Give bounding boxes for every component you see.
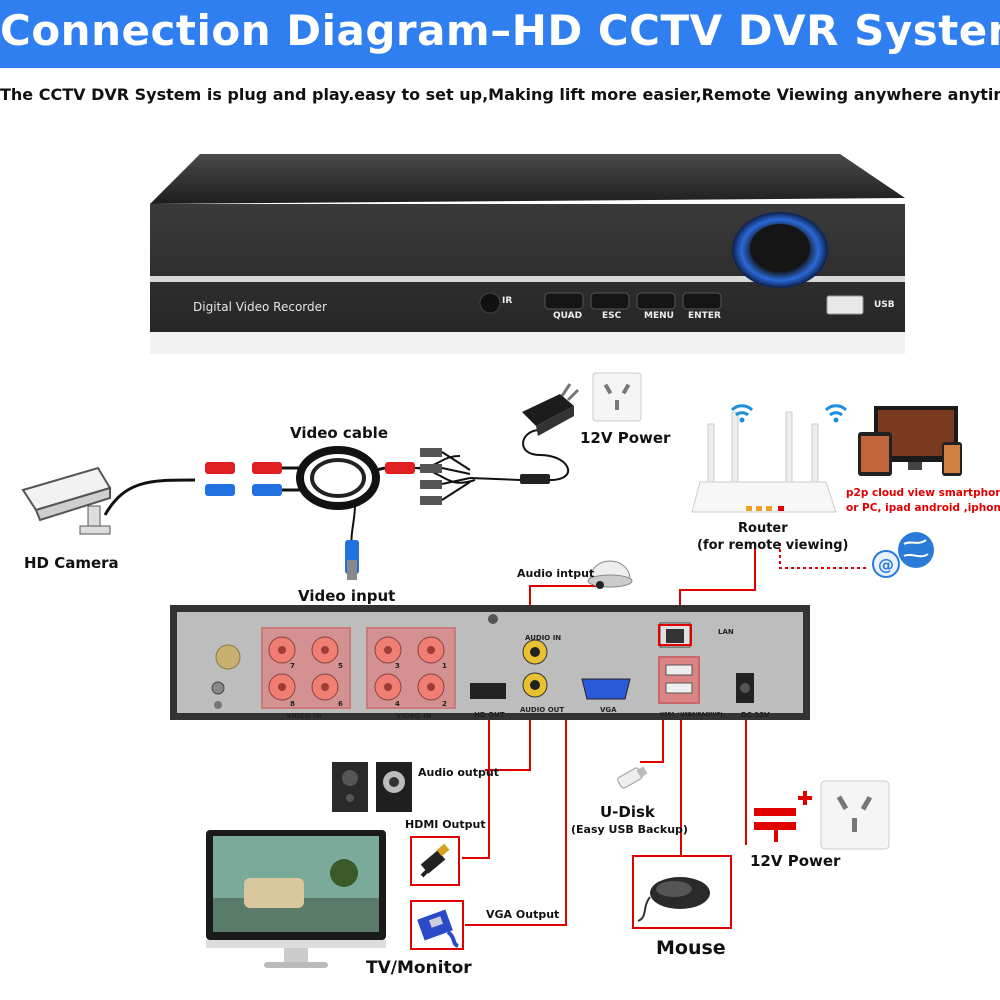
udisk-label: U-Disk	[600, 803, 655, 821]
front-usb-label: USB	[874, 300, 895, 310]
power-outlet-icon	[592, 372, 642, 422]
title-banner	[0, 0, 1000, 68]
hd-camera-label: HD Camera	[24, 554, 119, 572]
port-num-3: 3	[395, 662, 400, 670]
router-label: Router	[738, 521, 788, 536]
port-num-7: 7	[290, 662, 295, 670]
wifi-icon	[730, 404, 754, 423]
dc-polarity-icon	[754, 791, 812, 842]
front-button-quad	[544, 292, 584, 310]
power-12v-top-label: 12V Power	[580, 429, 671, 447]
rear-audio-in: AUDIO IN	[525, 634, 562, 642]
rear-lan: LAN	[718, 628, 734, 636]
rear-vga: VGA	[600, 706, 617, 714]
port-num-6: 6	[338, 700, 343, 708]
p2p-line2: or PC, ipad android ,iphone.	[846, 502, 1000, 514]
front-button-enter	[682, 292, 722, 310]
video-cable-label: Video cable	[290, 424, 388, 442]
p2p-line1: p2p cloud view smartphone	[846, 487, 1000, 499]
tv-monitor-label: TV/Monitor	[366, 958, 472, 978]
cable-coil	[296, 446, 380, 510]
audio-input-label: Audio intput	[517, 567, 595, 580]
audio-output-label: Audio output	[418, 766, 499, 779]
wifi-icon	[824, 404, 848, 423]
front-button-menu	[636, 292, 676, 310]
hdmi-cable-box	[410, 836, 460, 886]
svg-text:@: @	[878, 555, 894, 574]
esc-label: ESC	[602, 311, 622, 321]
vga-cable-icon	[417, 909, 459, 948]
usb-drive-icon	[617, 766, 648, 789]
rear-usb: USB1 / USB2(BACKUP)	[660, 712, 723, 718]
ir-sensor-icon	[479, 292, 501, 314]
menu-label: MENU	[644, 311, 674, 321]
router-icon	[691, 411, 837, 513]
page-subtitle: The CCTV DVR System is plug and play.eas…	[0, 85, 1000, 104]
rear-audio-out: AUDIO OUT	[520, 706, 565, 714]
quad-label: QUAD	[553, 311, 583, 321]
hdmi-output-label: HDMI Output	[405, 818, 486, 831]
globe-icon: @	[872, 532, 934, 578]
page-title: Connection Diagram–HD CCTV DVR System	[0, 6, 1000, 55]
mouse-label: Mouse	[656, 937, 726, 959]
hd-camera-icon	[21, 466, 112, 535]
vga-cable-box	[410, 900, 464, 950]
udisk-sub-label: (Easy USB Backup)	[571, 823, 688, 836]
enter-label: ENTER	[688, 311, 721, 321]
router-sub-label: (for remote viewing)	[697, 538, 849, 553]
front-usb-port	[826, 295, 864, 315]
dvr-rear-panel	[170, 605, 810, 720]
video-input-label: Video input	[298, 587, 396, 605]
mouse-icon	[637, 877, 710, 922]
rear-dc12v: DC 12V	[741, 711, 770, 719]
dvr-brand-text: Digital Video Recorder	[193, 300, 327, 314]
microphone-icon	[587, 560, 633, 589]
power-12v-bottom-label: 12V Power	[750, 852, 841, 870]
mouse-box	[632, 855, 732, 929]
dvr-front-view	[150, 154, 905, 354]
front-button-esc	[590, 292, 630, 310]
remote-devices-icon	[858, 406, 962, 476]
rear-video-in-1: VIDEO IN	[286, 712, 322, 720]
port-num-4: 4	[395, 700, 400, 708]
tv-monitor-icon	[206, 830, 386, 968]
port-num-5: 5	[338, 662, 343, 670]
port-num-1: 1	[442, 662, 447, 670]
rear-video-in-2: VIDEO IN	[396, 712, 432, 720]
power-outlet-icon	[820, 780, 890, 850]
vga-output-label: VGA Output	[486, 908, 560, 921]
port-num-8: 8	[290, 700, 295, 708]
rear-hd-out: HD OUT	[474, 711, 505, 719]
ir-label: IR	[502, 296, 513, 306]
port-num-2: 2	[442, 700, 447, 708]
speaker-icon	[332, 762, 412, 812]
hdmi-cable-icon	[420, 843, 450, 878]
power-adapter-icon	[522, 383, 580, 436]
